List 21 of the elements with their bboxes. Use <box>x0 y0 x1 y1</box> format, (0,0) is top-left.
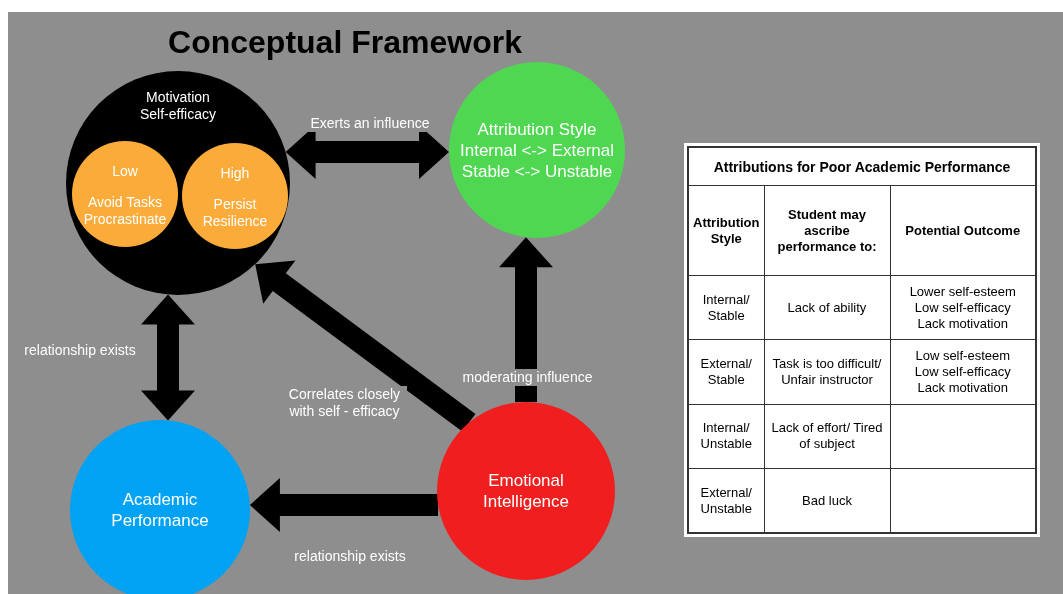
block-arrow <box>255 260 476 432</box>
node-text: Low <box>111 161 139 181</box>
column-header: Attribution Style <box>688 185 764 276</box>
block-arrow <box>499 237 553 402</box>
table-cell: Internal/ Stable <box>688 275 764 340</box>
table-cell: Lack of effort/ Tired of subject <box>764 404 890 469</box>
table-cell: Task is too difficult/ Unfair instructor <box>764 340 890 405</box>
table-cell: External/ Stable <box>688 340 764 405</box>
node-text: Emotional Intelligence <box>482 470 570 512</box>
node-text: Avoid Tasks Procrastinate <box>82 193 168 228</box>
block-arrow <box>141 294 195 421</box>
title: Conceptual Framework <box>167 23 523 62</box>
node-text: High <box>219 163 251 183</box>
node-text: Motivation Self-efficacy <box>139 89 217 123</box>
node-text: Academic Performance <box>110 489 210 531</box>
node-text: Attribution Style Internal <-> External Stable <-> Unstable <box>459 118 615 182</box>
node-text: Persist Resilience <box>201 195 269 230</box>
block-arrow <box>249 478 439 532</box>
table-cell: Internal/ Unstable <box>688 404 764 469</box>
table-cell: Lack of ability <box>764 275 890 340</box>
column-header: Student may ascribe performance to: <box>764 185 890 276</box>
